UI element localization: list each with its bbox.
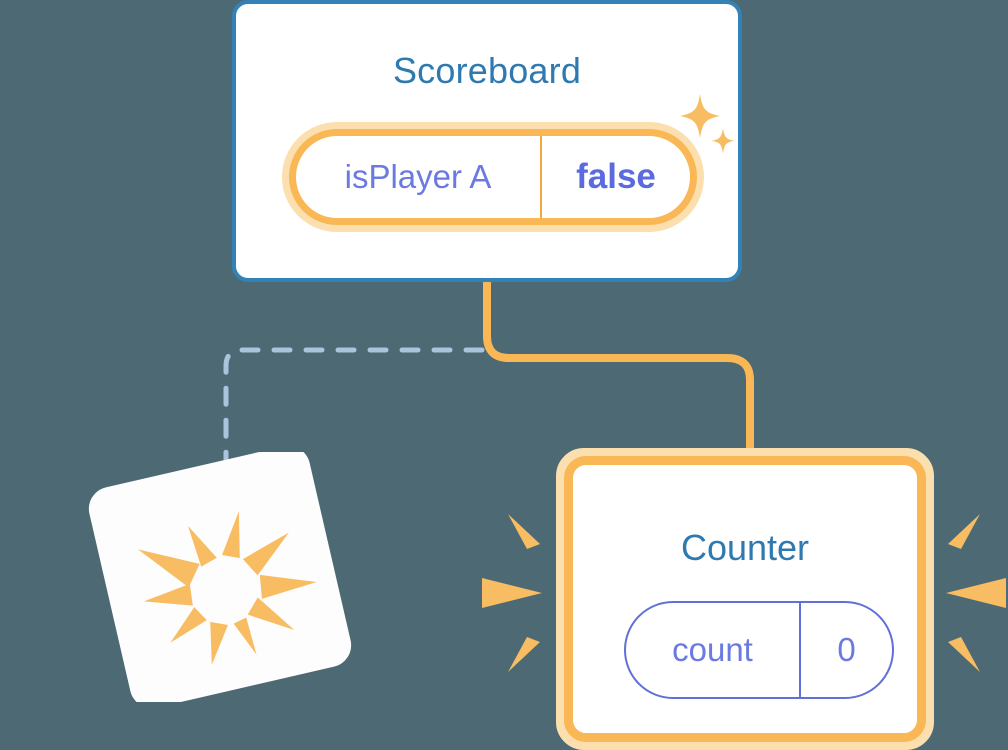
node-card-ghost[interactable] xyxy=(85,452,355,702)
scoreboard-state-pill[interactable]: isPlayer A false xyxy=(282,122,704,232)
burst-radial-icon xyxy=(137,511,317,665)
scoreboard-title: Scoreboard xyxy=(392,50,582,91)
sparkle-large-icon xyxy=(680,94,720,138)
sparkle-group xyxy=(680,94,735,154)
counter-state-key: count xyxy=(626,603,801,697)
counter-state-pill[interactable]: count 0 xyxy=(624,601,894,699)
burst-rays-left-icon xyxy=(482,514,542,672)
sparkle-small-icon xyxy=(711,128,735,154)
counter-card-inner: Counter count 0 xyxy=(564,456,926,742)
burst-rays-right-icon xyxy=(946,514,1006,672)
scoreboard-state-value: false xyxy=(576,157,656,196)
scoreboard-state-key: isPlayer A xyxy=(296,136,542,218)
scoreboard-state-pill-inner: isPlayer A false xyxy=(289,129,697,225)
node-card-scoreboard[interactable]: Scoreboard isPlayer A false xyxy=(232,0,742,282)
connector-scoreboard-to-counter xyxy=(483,282,754,462)
node-card-counter[interactable]: Counter count 0 xyxy=(556,448,934,750)
counter-title: Counter xyxy=(680,527,810,568)
connector-scoreboard-to-ghost xyxy=(223,347,485,471)
counter-state-value: 0 xyxy=(837,631,856,668)
ghost-card-surface xyxy=(88,452,352,702)
